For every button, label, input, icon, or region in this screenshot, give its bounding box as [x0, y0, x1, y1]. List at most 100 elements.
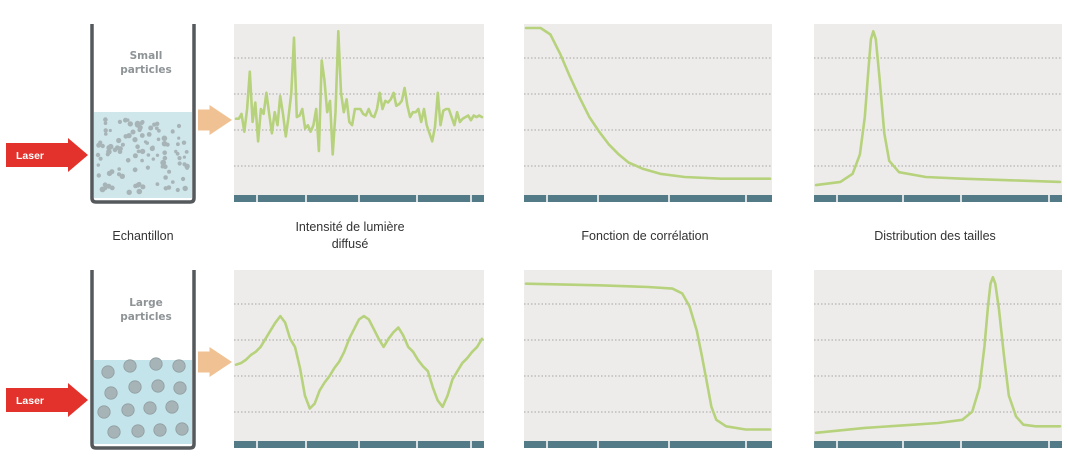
small-particle	[160, 159, 167, 166]
large-particle	[101, 365, 115, 379]
beaker-liquid	[94, 112, 192, 198]
small-particle	[170, 129, 175, 134]
time-axis-tick	[597, 441, 599, 448]
small-particle	[163, 186, 168, 191]
small-particle	[133, 183, 138, 189]
large-particle	[131, 424, 145, 438]
label-intensity-line2: diffusé	[331, 237, 369, 251]
small-particle	[105, 152, 110, 157]
small-particle	[177, 136, 181, 140]
panel-background	[524, 270, 772, 448]
beaker-label-line: particles	[120, 311, 172, 323]
small-particle	[132, 137, 138, 143]
sample-beaker: Large particles	[90, 270, 196, 450]
large-particle	[104, 386, 118, 400]
flow-arrow	[780, 349, 810, 375]
small-particle	[185, 166, 189, 170]
small-particle	[96, 173, 102, 178]
time-axis-bar	[814, 441, 1062, 448]
time-axis-tick	[305, 441, 307, 448]
laser-arrow-shape	[6, 383, 88, 417]
small-particle	[184, 150, 189, 154]
small-particle	[161, 140, 168, 147]
small-particle	[148, 125, 154, 131]
label-echantillon-text: Echantillon	[112, 228, 174, 243]
small-particle	[140, 158, 144, 163]
small-particle	[106, 170, 113, 177]
correlation-curve	[524, 26, 772, 180]
large-particle	[107, 425, 121, 439]
small-particle	[102, 182, 108, 188]
small-particle	[177, 161, 182, 166]
small-particle	[100, 143, 105, 149]
label-intensity: Intensité de lumière diffusé	[240, 214, 460, 258]
large-particle	[173, 381, 187, 395]
time-axis-tick	[745, 195, 747, 202]
small-particle	[163, 175, 168, 180]
small-particle	[182, 155, 186, 159]
distribution-curve	[814, 29, 1062, 187]
small-particle	[103, 128, 108, 133]
small-particle	[160, 164, 165, 169]
small-particle	[117, 119, 122, 124]
small-particle	[151, 145, 155, 149]
time-axis-tick	[470, 441, 472, 448]
time-axis-tick	[1048, 195, 1050, 202]
flow-arrow	[780, 107, 810, 133]
plot-panel-correlation	[524, 24, 772, 202]
small-particle	[155, 182, 160, 187]
panel-background	[524, 24, 772, 202]
large-particle	[123, 359, 137, 373]
label-distribution-text: Distribution des tailles	[874, 228, 996, 243]
small-particle	[117, 167, 121, 171]
small-particle	[161, 135, 168, 142]
large-particle	[128, 380, 142, 394]
small-particle	[146, 132, 152, 137]
time-axis-bar	[524, 195, 772, 202]
intensity-curve	[234, 29, 484, 156]
panel-background	[814, 24, 1062, 202]
small-particle	[167, 169, 172, 174]
flow-arrow	[198, 105, 232, 135]
time-axis-tick	[902, 195, 904, 202]
label-intensity-line1: Intensité de lumière	[295, 220, 405, 234]
small-particle	[104, 132, 108, 136]
beaker-label-line: Large	[129, 297, 163, 309]
small-particle	[116, 137, 122, 144]
large-particle	[143, 401, 157, 415]
small-particle	[96, 142, 101, 148]
correlation-curve	[524, 282, 772, 431]
time-axis-tick	[902, 441, 904, 448]
large-particle	[165, 400, 179, 414]
time-axis-tick	[960, 441, 962, 448]
time-axis-tick	[745, 441, 747, 448]
small-particle	[177, 156, 182, 161]
small-particle	[156, 137, 161, 142]
small-particle	[146, 153, 151, 157]
small-particle	[119, 173, 126, 179]
small-particle	[132, 153, 138, 159]
beaker-label-line: Small	[130, 50, 163, 62]
time-axis-tick	[1048, 441, 1050, 448]
small-particle	[127, 121, 133, 127]
laser-arrow: Laser	[6, 138, 88, 172]
time-axis-tick	[358, 195, 360, 202]
large-particle	[151, 379, 165, 393]
small-particle	[139, 148, 146, 155]
large-particle	[172, 359, 186, 373]
small-particle	[137, 127, 142, 133]
small-particle	[126, 118, 130, 122]
time-axis-tick	[668, 441, 670, 448]
small-particle	[181, 140, 187, 145]
label-correlation-text: Fonction de corrélation	[581, 228, 709, 243]
small-particle	[163, 164, 168, 169]
small-particle	[174, 149, 178, 154]
small-particle	[155, 153, 160, 157]
small-particle	[182, 162, 187, 167]
large-particle	[121, 403, 135, 417]
time-axis-tick	[836, 441, 838, 448]
flow-arrow	[198, 347, 232, 377]
small-particle	[103, 121, 108, 125]
